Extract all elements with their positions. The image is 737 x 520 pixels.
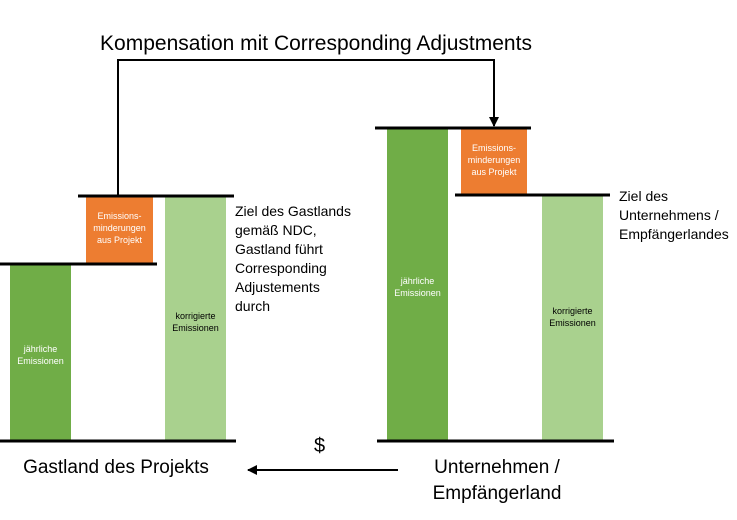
payment-symbol: $: [314, 435, 326, 457]
right-annual-emissions-label: jährliche Emissionen: [394, 276, 441, 298]
compensation-arrow-icon: [117, 59, 499, 197]
diagram-title: Kompensation mit Corresponding Adjustmen…: [100, 32, 532, 55]
right-annual-emissions-bar: [387, 129, 448, 441]
right-group-label: Unternehmen / Empfängerland: [432, 457, 562, 504]
left-goal-annotation: Ziel des Gastlands gemäß NDC, Gastland f…: [235, 203, 351, 314]
right-goal-annotation: Ziel des Unternehmens / Empfängerlandes: [619, 188, 729, 242]
left-annual-emissions-label: jährliche Emissionen: [17, 344, 64, 366]
left-corrected-emissions-label: korrigierte Emissionen: [172, 311, 219, 333]
left-corrected-emissions-bar: [165, 197, 226, 441]
left-reductions-bar: [86, 197, 153, 263]
left-annual-emissions-bar: [10, 265, 71, 441]
right-corrected-emissions-bar: [542, 196, 603, 441]
right-corrected-emissions-label: korrigierte Emissionen: [549, 306, 596, 328]
left-group-label: Gastland des Projekts: [23, 457, 209, 478]
right-reductions-bar: [461, 129, 527, 194]
left-reductions-label: Emissions- minderungen aus Projekt: [93, 211, 146, 245]
right-reductions-label: Emissions- minderungen aus Projekt: [467, 143, 521, 177]
